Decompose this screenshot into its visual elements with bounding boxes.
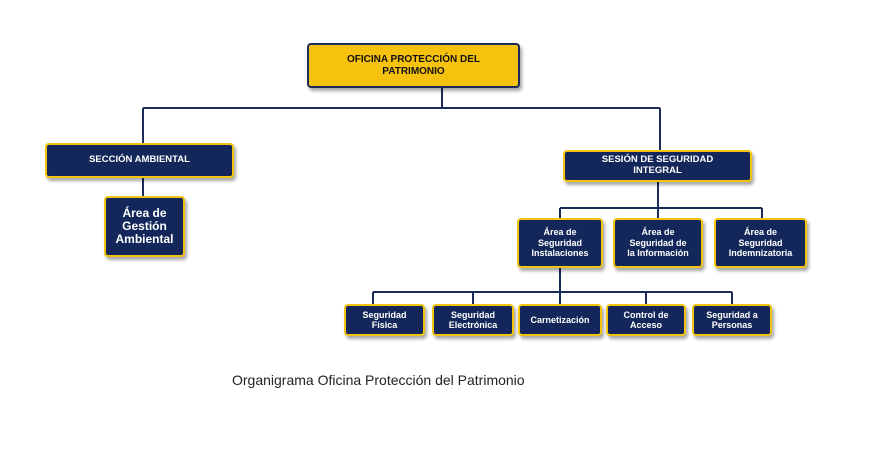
- box-sesion-seguridad-integral: SESIÓN DE SEGURIDAD INTEGRAL: [563, 150, 752, 182]
- box-area-seguridad-indemnizatoria: Área de Seguridad Indemnizatoria: [714, 218, 807, 268]
- box-seccion-ambiental: SECCIÓN AMBIENTAL: [45, 143, 234, 178]
- box-area-gestion-ambiental: Área de Gestión Ambiental: [104, 196, 185, 257]
- box-area-seguridad-informacion: Área de Seguridad de la Información: [613, 218, 703, 268]
- box-seguridad-personas: Seguridad a Personas: [692, 304, 772, 336]
- box-control-acceso: Control de Acceso: [606, 304, 686, 336]
- box-seguridad-fisica: Seguridad Física: [344, 304, 425, 336]
- root-box-oficina-proteccion: OFICINA PROTECCIÓN DEL PATRIMONIO: [307, 43, 520, 88]
- diagram-caption: Organigrama Oficina Protección del Patri…: [232, 372, 525, 388]
- box-carnetizacion: Carnetización: [518, 304, 602, 336]
- box-seguridad-electronica: Seguridad Electrónica: [432, 304, 514, 336]
- box-area-seguridad-instalaciones: Área de Seguridad Instalaciones: [517, 218, 603, 268]
